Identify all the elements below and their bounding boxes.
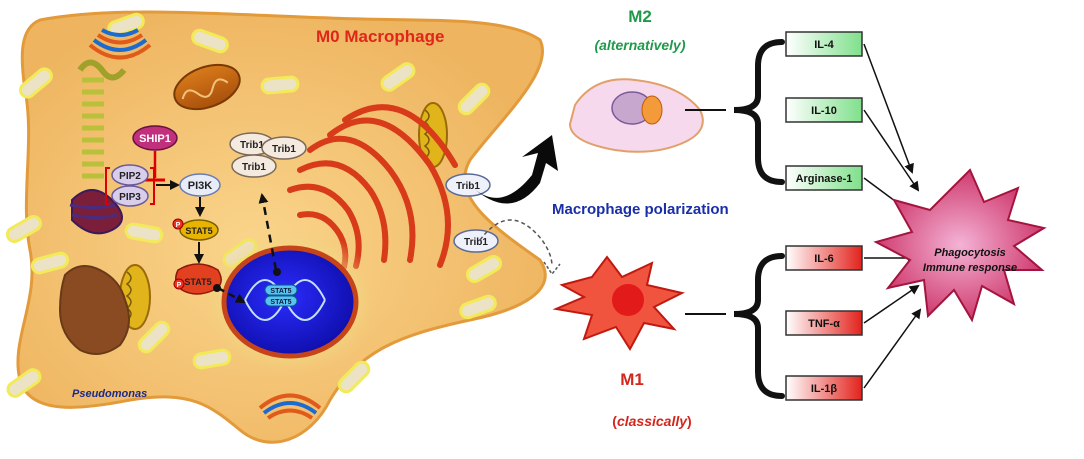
pi3k-node: PI3K bbox=[179, 173, 221, 197]
svg-text:STAT5: STAT5 bbox=[270, 288, 291, 295]
nuclear-stat5-dimer: STAT5 STAT5 bbox=[264, 284, 298, 307]
outcome-line2: Immune response bbox=[923, 262, 1017, 274]
phospho-mark bbox=[172, 218, 184, 230]
trib1-cluster: Trib1 Trib1 Trib1 bbox=[229, 132, 307, 178]
m2_markers-box-2 bbox=[785, 165, 863, 191]
ship1-node: SHIP1 bbox=[132, 125, 178, 151]
stat5-to-nucleus-arrow bbox=[217, 286, 246, 304]
m2_markers-label-0: IL-4 bbox=[814, 39, 834, 51]
activated-stat5-label: STAT5 bbox=[184, 277, 211, 287]
stat5-label: STAT5 bbox=[185, 226, 212, 236]
m1_markers-box-0 bbox=[785, 245, 863, 271]
m1-macrophage-cell bbox=[552, 255, 685, 351]
m2_markers-box-0 bbox=[785, 31, 863, 57]
to-m2-curved-arrow bbox=[470, 135, 558, 204]
m1_markers-arrow-2 bbox=[863, 308, 922, 389]
to-m1-curved-arrow bbox=[479, 219, 553, 267]
m1-brace bbox=[733, 253, 785, 399]
mitochondria bbox=[119, 63, 448, 330]
m2-subtitle: (alternatively) bbox=[594, 37, 685, 53]
pseudomonas-bacteria bbox=[5, 12, 503, 398]
pip2-label: PIP2 bbox=[119, 171, 141, 182]
polarization-label: Macrophage polarization bbox=[552, 201, 729, 218]
pathogen-label: Pseudomonas bbox=[72, 388, 147, 400]
svg-text:Trib1: Trib1 bbox=[464, 237, 488, 248]
m1_markers-arrow-1 bbox=[863, 284, 920, 324]
m1_markers-label-0: IL-6 bbox=[814, 253, 834, 265]
m1-title: M1 bbox=[620, 370, 644, 389]
m2-title: M2 bbox=[628, 7, 652, 26]
svg-text:P: P bbox=[177, 282, 182, 289]
m1_markers-box-2 bbox=[785, 375, 863, 401]
m2_markers-label-1: IL-10 bbox=[811, 105, 837, 117]
m2-brace bbox=[733, 39, 785, 185]
svg-text:Trib1: Trib1 bbox=[240, 140, 264, 151]
trib1-membrane-a: Trib1 bbox=[445, 173, 491, 197]
m2_markers-arrow-0 bbox=[863, 43, 914, 174]
svg-text:Trib1: Trib1 bbox=[456, 181, 480, 192]
pip2-node: PIP2 bbox=[111, 164, 149, 186]
m2_markers-box-1 bbox=[785, 97, 863, 123]
m1_markers-label-1: TNF-α bbox=[808, 318, 840, 330]
outcome-line1: Phagocytosis bbox=[934, 247, 1006, 259]
svg-text:STAT5: STAT5 bbox=[270, 299, 291, 306]
ship1-label: SHIP1 bbox=[139, 133, 171, 145]
stat5-node: STAT5 P bbox=[172, 218, 219, 241]
outcome-star: Phagocytosis Immune response bbox=[873, 168, 1047, 323]
tlr-receptor bbox=[69, 59, 127, 235]
m1_markers-label-2: IL-1β bbox=[811, 383, 838, 395]
pip3-node: PIP3 bbox=[111, 185, 149, 207]
activated-stat5-node: STAT5 P bbox=[173, 263, 222, 295]
svg-text:Trib1: Trib1 bbox=[242, 162, 266, 173]
m2_markers-label-2: Arginase-1 bbox=[796, 173, 853, 185]
golgi-apparatus bbox=[88, 28, 322, 420]
trib1-membrane-b: Trib1 bbox=[453, 229, 499, 253]
lysosome-organelle bbox=[58, 265, 130, 355]
svg-text:P: P bbox=[176, 222, 181, 229]
m2_markers-arrow-1 bbox=[863, 109, 920, 192]
m2-macrophage-cell bbox=[568, 78, 704, 153]
svg-text:Trib1: Trib1 bbox=[272, 144, 296, 155]
m0-title: M0 Macrophage bbox=[316, 27, 444, 46]
pip3-label: PIP3 bbox=[119, 192, 141, 203]
nucleus-to-trib1-arrow bbox=[258, 193, 278, 271]
m1-subtitle: (classically) bbox=[612, 413, 691, 429]
pi3k-label: PI3K bbox=[188, 180, 213, 192]
m1_markers-box-1 bbox=[785, 310, 863, 336]
